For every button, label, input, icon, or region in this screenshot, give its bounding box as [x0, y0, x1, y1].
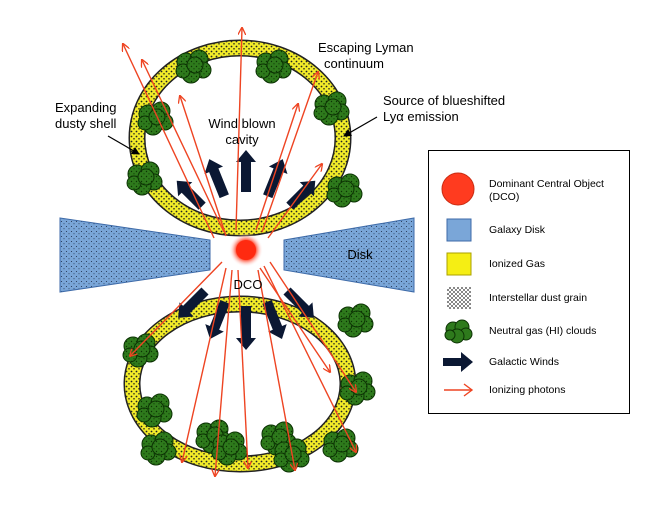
wind-arrow [204, 159, 229, 199]
dco-core [236, 240, 256, 260]
legend-item-dco: Dominant Central Object(DCO) [429, 167, 631, 211]
wind-arrow [205, 300, 230, 340]
yellow-square-icon [446, 252, 472, 276]
legend: Dominant Central Object(DCO) Galaxy Disk… [428, 150, 630, 414]
legend-label-galaxy-disk: Galaxy Disk [489, 224, 546, 236]
cloud [140, 431, 177, 466]
photon-arrow [255, 104, 298, 231]
wind-arrow [178, 287, 209, 318]
legend-label-ionized-gas: Ionized Gas [489, 258, 546, 270]
expanding-shell-label-2: dusty shell [55, 116, 117, 131]
blueshift-source-pointer [343, 116, 378, 137]
wind-cavity-label-2: cavity [225, 132, 259, 147]
legend-label-ionizing-photons: Ionizing photons [489, 384, 566, 396]
photon-arrow [267, 164, 322, 239]
neutral-gas-clouds [122, 49, 376, 473]
photon-arrow [235, 28, 242, 231]
upper-shell-ring-fill [130, 41, 350, 235]
photon-arrow [237, 269, 248, 468]
expanding-shell-pointer [107, 135, 140, 155]
wind-arrow [176, 180, 206, 210]
galaxy-disk [59, 217, 415, 293]
wind-arrow [262, 300, 287, 340]
legend-label-neutral-gas: Neutral gas (HI) clouds [489, 325, 597, 337]
disk-right [283, 217, 415, 293]
escaping-lyman-label-2: continuum [324, 56, 384, 71]
legend-label-galactic-winds: Galactic Winds [489, 356, 560, 368]
cloud [313, 91, 350, 126]
disk-left [59, 217, 211, 293]
photon-arrow [180, 96, 227, 237]
photon-arrow [130, 261, 223, 356]
cloud [137, 101, 174, 136]
green-cloud-icon [444, 319, 473, 344]
red-circle-icon [441, 172, 475, 206]
legend-item-galaxy-disk: Galaxy Disk [429, 215, 631, 245]
escaping-lyman-label-1: Escaping Lyman [318, 40, 414, 55]
photon-arrow [259, 267, 330, 372]
expanding-shell-label-1: Expanding [55, 100, 116, 115]
blue-rectangle-icon [446, 218, 472, 242]
cloud [211, 431, 248, 466]
photon-arrow [182, 267, 227, 462]
dust-pattern-icon [447, 287, 471, 309]
red-arrow-icon [444, 383, 474, 397]
legend-item-ionized-gas: Ionized Gas [429, 249, 631, 279]
cloud [175, 49, 212, 84]
legend-label-dust-grain: Interstellar dust grain [489, 292, 588, 304]
legend-item-galactic-winds: Galactic Winds [429, 347, 631, 377]
navy-arrow-icon [443, 352, 473, 372]
cloud [136, 393, 173, 428]
legend-item-ionizing-photons: Ionizing photons [429, 375, 631, 405]
cloud [273, 438, 310, 473]
blueshift-source-label-2: Lyα emission [383, 109, 459, 124]
cloud [126, 161, 163, 196]
ionizing-photons [123, 28, 356, 476]
cloud [337, 303, 374, 338]
legend-item-neutral-gas: Neutral gas (HI) clouds [429, 316, 631, 346]
photon-arrow [142, 60, 225, 233]
wind-cavity-label-1: Wind blown [208, 116, 275, 131]
cloud [255, 49, 292, 84]
cloud [326, 173, 363, 208]
photon-arrow [261, 72, 318, 233]
blueshift-source-label-1: Source of blueshifted [383, 93, 505, 108]
legend-item-dust-grain: Interstellar dust grain [429, 283, 631, 313]
photon-arrow [257, 269, 295, 470]
dco-label: DCO [234, 277, 263, 292]
legend-label-dco: Dominant Central Object(DCO) [489, 178, 604, 203]
cloud [122, 333, 159, 368]
disk-label: Disk [347, 247, 373, 262]
wind-arrow [236, 150, 256, 192]
photon-arrow [123, 44, 215, 239]
photon-arrow [269, 261, 356, 392]
photon-arrow [215, 269, 233, 476]
